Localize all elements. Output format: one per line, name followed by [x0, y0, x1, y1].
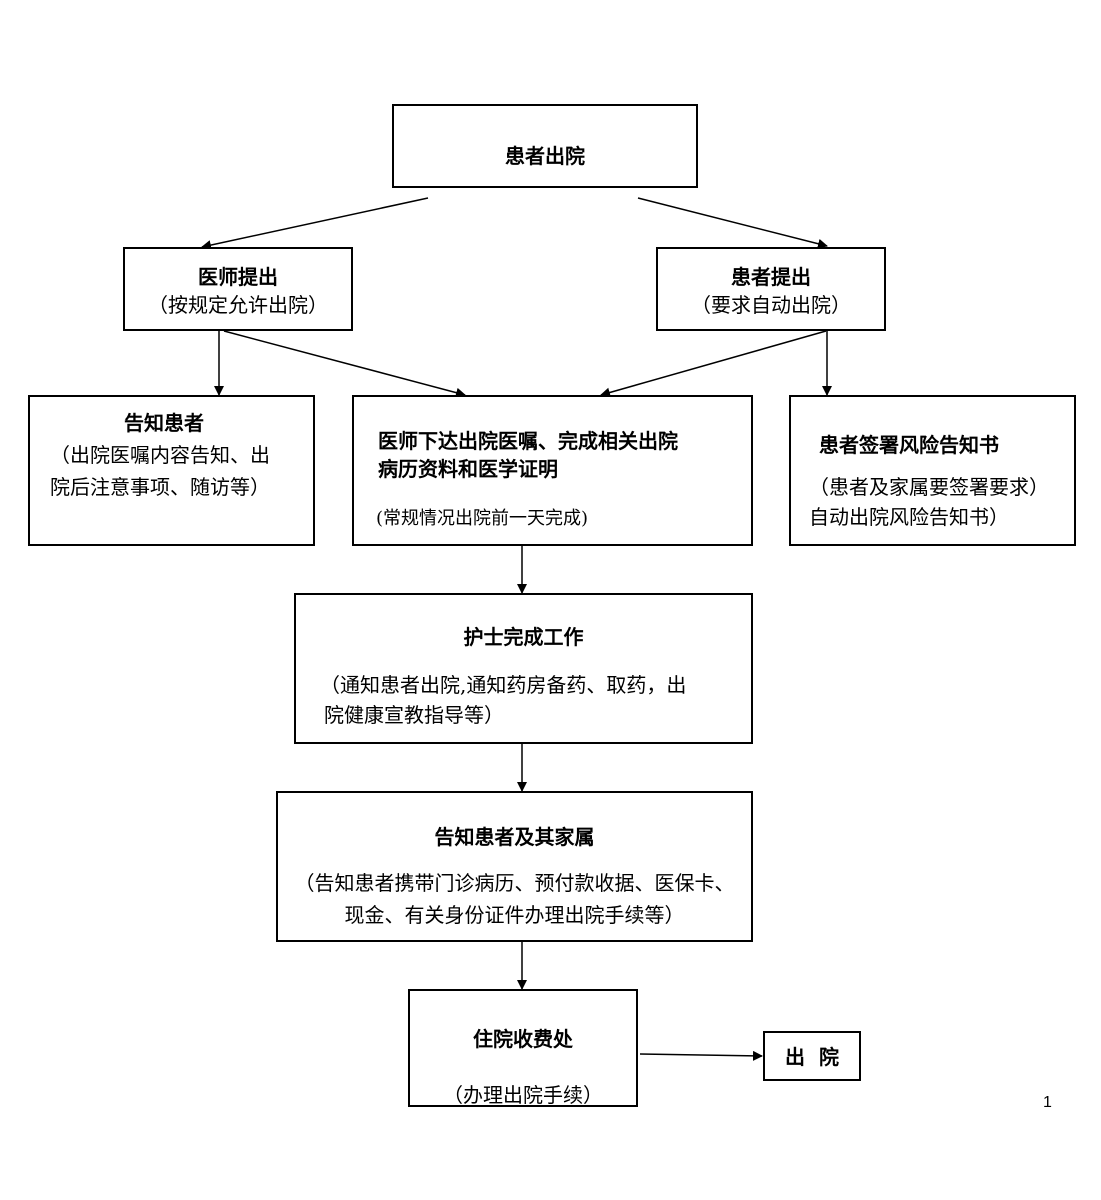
node-sign-risk-notice: 患者签署风险告知书 （患者及家属要签署要求） 自动出院风险告知书）	[789, 395, 1076, 546]
node-desc-line: （按规定允许出院）	[148, 293, 328, 317]
page-number: 1	[1043, 1094, 1052, 1111]
node-title: 患者出院	[505, 144, 585, 168]
node-patient-proposes: 患者提出 （要求自动出院）	[656, 247, 886, 331]
node-desc-line: 院后注意事项、随访等）	[50, 475, 270, 499]
node-title: 告知患者	[124, 411, 204, 435]
node-note: (常规情况出院前一天完成)	[376, 508, 589, 529]
node-desc-line: （要求自动出院）	[691, 293, 851, 317]
node-title-line: 医师下达出院医嘱、完成相关出院	[378, 429, 678, 453]
node-doctor-orders: 医师下达出院医嘱、完成相关出院 病历资料和医学证明 (常规情况出院前一天完成)	[352, 395, 753, 546]
arrow-discharge-to-patient	[637, 197, 828, 249]
node-desc-line: （出院医嘱内容告知、出	[50, 443, 270, 467]
node-inform-patient: 告知患者 （出院医嘱内容告知、出 院后注意事项、随访等）	[28, 395, 315, 546]
node-patient-discharge: 患者出院	[392, 104, 698, 188]
node-desc-line: （通知患者出院,通知药房备药、取药，出	[320, 673, 687, 697]
node-title: 护士完成工作	[463, 625, 584, 649]
node-desc-line: （患者及家属要签署要求）	[809, 475, 1049, 499]
node-desc-line: 自动出院风险告知书）	[809, 505, 1009, 529]
node-title: 出 院	[785, 1045, 839, 1069]
arrow-discharge-to-doctor	[201, 197, 429, 250]
node-desc-line: 现金、有关身份证件办理出院手续等）	[344, 903, 685, 927]
arrow-doctor-to-orders	[223, 330, 466, 398]
node-title: 住院收费处	[473, 1027, 573, 1051]
node-desc-line: （办理出院手续）	[443, 1083, 603, 1107]
node-inform-family: 告知患者及其家属 （告知患者携带门诊病历、预付款收据、医保卡、 现金、有关身份证…	[276, 791, 753, 942]
node-nurse-tasks: 护士完成工作 （通知患者出院,通知药房备药、取药，出 院健康宣教指导等）	[294, 593, 753, 744]
node-title: 医师提出	[198, 265, 278, 289]
node-desc-line: 院健康宣教指导等）	[324, 703, 504, 727]
node-discharged: 出 院	[763, 1031, 861, 1081]
node-title-line: 病历资料和医学证明	[378, 457, 558, 481]
node-title: 患者提出	[731, 265, 811, 289]
node-title: 告知患者及其家属	[434, 825, 595, 849]
arrow-patient-to-orders	[600, 330, 827, 398]
node-billing-office: 住院收费处 （办理出院手续）	[408, 989, 638, 1107]
node-desc-line: （告知患者携带门诊病历、预付款收据、医保卡、	[294, 871, 735, 895]
arrow-billing-to-discharged	[639, 1050, 763, 1061]
node-doctor-proposes: 医师提出 （按规定允许出院）	[123, 247, 353, 331]
node-title: 患者签署风险告知书	[819, 433, 999, 457]
